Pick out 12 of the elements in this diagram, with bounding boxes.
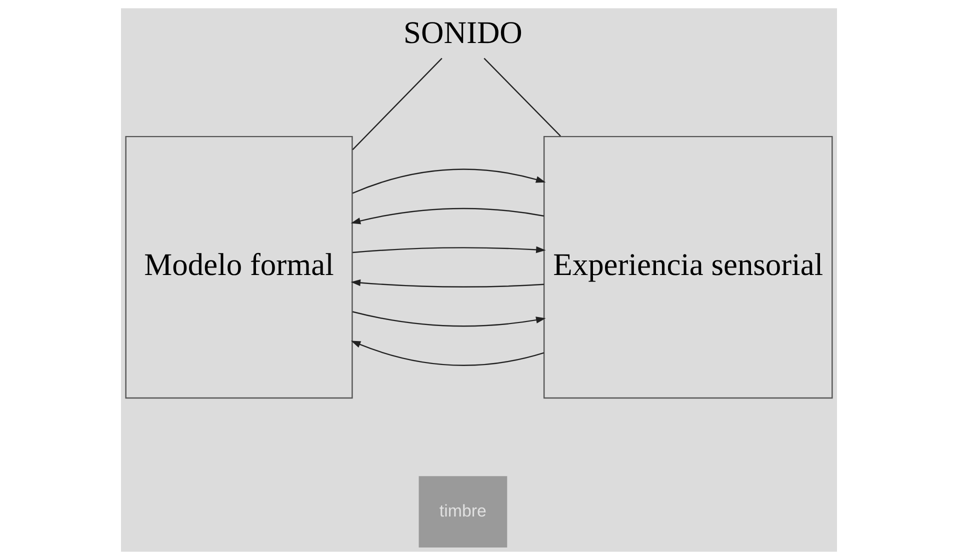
arrow: [352, 246, 546, 254]
arrow: [352, 311, 546, 327]
node-box: Experiencia sensorial: [542, 136, 832, 399]
arrow: [352, 168, 546, 194]
arrow: [350, 279, 544, 288]
connector: [483, 58, 560, 136]
label: timbre: [438, 501, 486, 520]
node-box: Modelo formal: [124, 136, 352, 399]
arrow: [350, 340, 544, 366]
arrow: [350, 208, 544, 224]
node-text: SONIDO: [403, 15, 522, 50]
connector: [352, 58, 442, 150]
